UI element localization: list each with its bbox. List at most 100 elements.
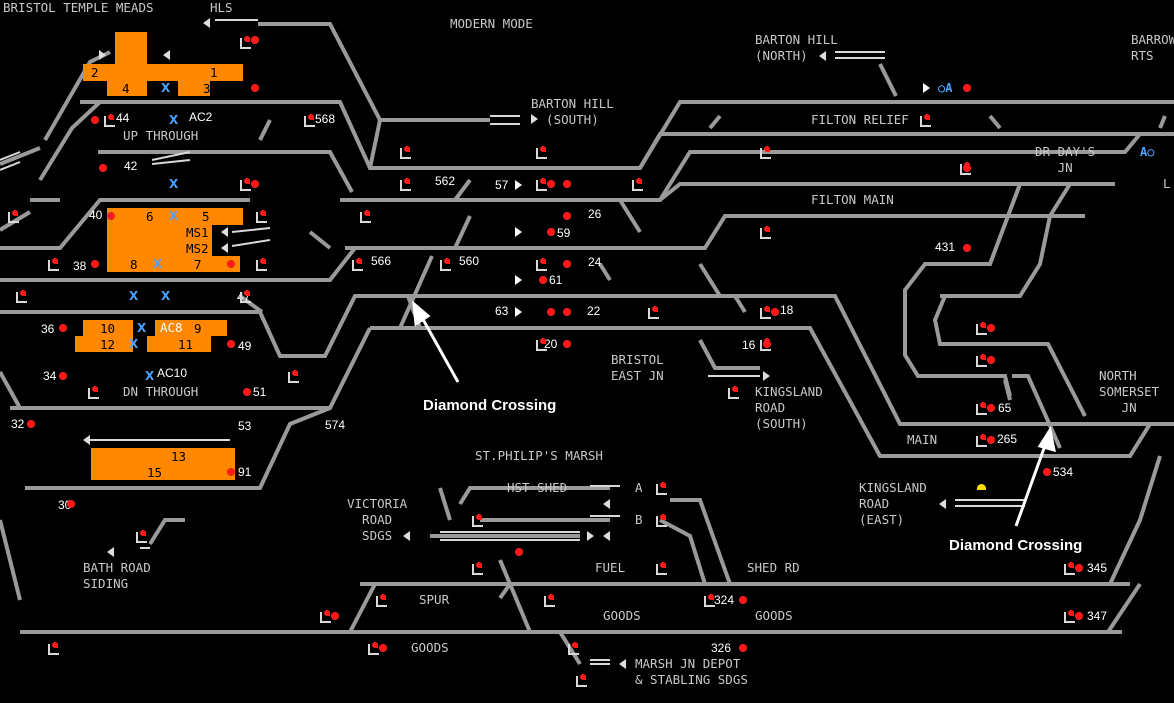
shunt-signal[interactable]	[104, 114, 115, 127]
shunt-signal[interactable]	[656, 482, 667, 495]
route-cross-icon[interactable]: X	[161, 81, 171, 95]
shunt-signal[interactable]	[16, 290, 27, 303]
signal-head[interactable]	[107, 212, 115, 220]
signal-head[interactable]	[547, 180, 555, 188]
shunt-signal[interactable]	[48, 258, 59, 271]
platform-ms2-label[interactable]: MS2	[186, 241, 209, 256]
signal-number[interactable]: 347	[1087, 609, 1108, 623]
signal-head[interactable]	[67, 500, 75, 508]
shunt-signal[interactable]	[48, 642, 59, 655]
shunt-signal[interactable]	[760, 338, 771, 351]
signal-number[interactable]: 560	[459, 254, 480, 268]
signal-number[interactable]: 42	[124, 159, 138, 173]
signal-head[interactable]	[963, 164, 971, 172]
signal-number[interactable]: 53	[238, 419, 252, 433]
shunt-signal[interactable]	[136, 530, 147, 543]
signal-head[interactable]	[91, 260, 99, 268]
signal-head[interactable]	[563, 308, 571, 316]
signal-number[interactable]: 32	[11, 417, 25, 431]
shunt-signal[interactable]	[728, 386, 739, 399]
shunt-signal[interactable]	[760, 226, 771, 239]
signal-number[interactable]: 34	[43, 369, 57, 383]
signal-number[interactable]: 26	[588, 207, 602, 221]
shunt-signal[interactable]	[320, 610, 331, 623]
signal-head[interactable]	[59, 324, 67, 332]
signal-number[interactable]: 51	[253, 385, 267, 399]
platform-10-label[interactable]: 10	[100, 321, 116, 336]
shunt-signal[interactable]	[536, 258, 547, 271]
signal-number[interactable]: 49	[238, 339, 252, 353]
signal-head[interactable]	[27, 420, 35, 428]
shunt-signal[interactable]	[8, 210, 19, 223]
shunt-signal[interactable]	[536, 146, 547, 159]
signal-number[interactable]: 57	[495, 178, 509, 192]
signal-head[interactable]	[251, 180, 259, 188]
shunt-signal[interactable]	[976, 402, 987, 415]
signal-head[interactable]	[331, 612, 339, 620]
signal-number[interactable]: 36	[41, 322, 55, 336]
signal-head[interactable]	[771, 308, 779, 316]
shunt-signal[interactable]	[920, 114, 931, 127]
signal-number[interactable]: 38	[73, 259, 87, 273]
route-arrow-icon[interactable]	[515, 275, 522, 285]
platform-13-label[interactable]: 13	[171, 449, 187, 464]
signal-head[interactable]	[227, 468, 235, 476]
shunt-signal[interactable]	[256, 258, 267, 271]
shunt-signal[interactable]	[440, 258, 451, 271]
shunt-signal[interactable]	[704, 594, 715, 607]
signal-head[interactable]	[987, 324, 995, 332]
platform-ac8-label[interactable]: AC8	[160, 320, 183, 335]
route-arrow-icon[interactable]	[515, 307, 522, 317]
signal-head[interactable]	[379, 644, 387, 652]
shunt-signal[interactable]	[960, 162, 971, 175]
platform-4-label[interactable]: 4	[122, 81, 130, 96]
signal-head[interactable]	[227, 260, 235, 268]
route-cross-icon[interactable]: X	[129, 289, 139, 303]
marker-ac10[interactable]: AC10	[157, 366, 188, 380]
signal-number[interactable]: 91	[238, 465, 252, 479]
shunt-signal[interactable]	[976, 322, 987, 335]
shunt-signal[interactable]	[648, 306, 659, 319]
signal-head[interactable]	[547, 308, 555, 316]
signal-head[interactable]	[91, 116, 99, 124]
shunt-signal[interactable]	[368, 642, 379, 655]
signal-number[interactable]: 324	[714, 593, 735, 607]
platform-ms1-label[interactable]: MS1	[186, 225, 209, 240]
signal-number[interactable]: 326	[711, 641, 732, 655]
signal-head[interactable]	[963, 84, 971, 92]
route-cross-icon[interactable]: X	[153, 257, 163, 271]
platform-15-label[interactable]: 15	[147, 465, 163, 480]
signal-number[interactable]: 61	[549, 273, 563, 287]
route-cross-icon[interactable]: X	[137, 321, 147, 335]
signal-head[interactable]	[963, 244, 971, 252]
shunt-signal[interactable]	[760, 146, 771, 159]
shunt-signal[interactable]	[304, 114, 315, 127]
shunt-signal[interactable]	[376, 594, 387, 607]
signal-head[interactable]	[1043, 468, 1051, 476]
marker-oa[interactable]: ○A	[938, 81, 953, 95]
shunt-signal[interactable]	[240, 290, 251, 303]
signal-head[interactable]	[987, 356, 995, 364]
signal-number[interactable]: 265	[997, 432, 1018, 446]
platform-9-label[interactable]: 9	[194, 321, 202, 336]
signal-number[interactable]: 22	[587, 304, 601, 318]
shunt-signal[interactable]	[568, 642, 579, 655]
shunt-signal[interactable]	[976, 434, 987, 447]
signal-number[interactable]: 16	[742, 338, 756, 352]
signal-head[interactable]	[1075, 612, 1083, 620]
shunt-signal[interactable]	[240, 36, 251, 49]
shunt-signal[interactable]	[472, 514, 483, 527]
platform-11-label[interactable]: 11	[178, 337, 194, 352]
shunt-signal[interactable]	[632, 178, 643, 191]
signal-head[interactable]	[251, 84, 259, 92]
signal-head[interactable]	[227, 340, 235, 348]
signal-number[interactable]: 345	[1087, 561, 1108, 575]
shunt-signal[interactable]	[360, 210, 371, 223]
shunt-signal[interactable]	[544, 594, 555, 607]
platform-3-label[interactable]: 3	[203, 81, 211, 96]
shunt-signal[interactable]	[88, 386, 99, 399]
marker-ac2[interactable]: AC2	[189, 110, 213, 124]
signal-head[interactable]	[987, 436, 995, 444]
signal-head[interactable]	[563, 180, 571, 188]
shunt-signal[interactable]	[256, 210, 267, 223]
